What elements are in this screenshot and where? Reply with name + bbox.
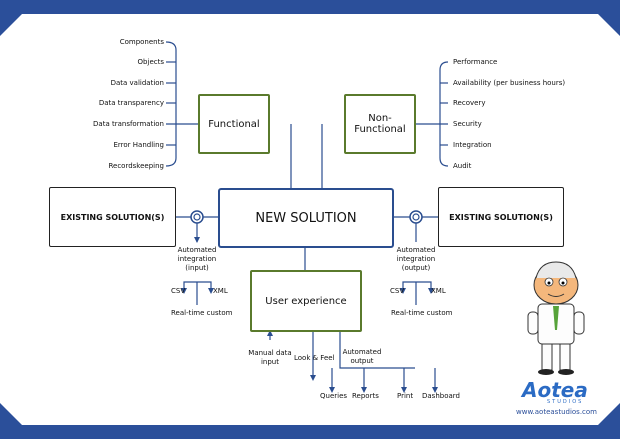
nonfunctional-item-integration: Integration bbox=[453, 141, 492, 149]
brand-logo: Aotea bbox=[522, 378, 588, 402]
automated-output-label: Automated output bbox=[340, 348, 384, 366]
corner-bottom-left bbox=[0, 403, 22, 425]
functional-item-data-transformation: Data transformation bbox=[93, 120, 164, 128]
corner-top-left bbox=[0, 14, 22, 36]
integration-left-xml: XML bbox=[213, 287, 228, 295]
corner-bottom-right bbox=[598, 403, 620, 425]
integration-right-line1: Automated bbox=[396, 246, 436, 254]
functional-item-error-handling: Error Handling bbox=[113, 141, 165, 149]
nonfunctional-box: Non- Functional bbox=[344, 94, 416, 154]
nonfunctional-label-line2: Functional bbox=[354, 124, 406, 135]
manual-data-input-line2: input bbox=[260, 358, 279, 366]
functional-item-data-transparency: Data transparency bbox=[98, 99, 164, 107]
manual-data-input-line1: Manual data bbox=[248, 349, 292, 357]
corner-top-right bbox=[598, 14, 620, 36]
integration-left-csv: CSV bbox=[171, 287, 186, 295]
integration-left-line2: integration bbox=[177, 255, 217, 263]
nonfunctional-item-availability: Availability (per business hours) bbox=[453, 79, 566, 87]
top-frame-band bbox=[0, 0, 620, 14]
integration-left-line3: (input) bbox=[185, 264, 209, 272]
nonfunctional-label-line1: Non- bbox=[368, 113, 392, 124]
output-print: Print bbox=[397, 392, 414, 400]
user-experience-label: User experience bbox=[265, 295, 347, 307]
output-reports: Reports bbox=[352, 392, 379, 400]
output-dashboard: Dashboard bbox=[422, 392, 460, 400]
existing-solution-right-label: EXISTING SOLUTION(S) bbox=[449, 212, 553, 222]
brand-logo-sub: STUDIOS bbox=[547, 399, 584, 405]
integration-right-line3: (output) bbox=[401, 264, 431, 272]
integration-right-label: Automated integration (output) bbox=[393, 246, 439, 273]
nonfunctional-item-audit: Audit bbox=[453, 162, 472, 170]
integration-right-line2: integration bbox=[396, 255, 436, 263]
functional-label: Functional bbox=[208, 118, 260, 130]
output-queries: Queries bbox=[320, 392, 348, 400]
automated-output-line2: output bbox=[350, 357, 374, 365]
automated-output-line1: Automated bbox=[342, 348, 382, 356]
new-solution-label: NEW SOLUTION bbox=[255, 210, 357, 226]
integration-left-realtime: Real-time custom bbox=[171, 309, 233, 317]
nonfunctional-item-performance: Performance bbox=[453, 58, 498, 66]
integration-right-realtime: Real-time custom bbox=[391, 309, 453, 317]
functional-item-data-validation: Data validation bbox=[110, 79, 164, 87]
user-experience-box: User experience bbox=[250, 270, 362, 332]
integration-left-label: Automated integration (input) bbox=[174, 246, 220, 273]
bottom-frame-band bbox=[0, 425, 620, 439]
integration-right-csv: CSV bbox=[390, 287, 405, 295]
look-and-feel-label: Look & Feel bbox=[294, 354, 335, 362]
existing-solution-right-box: EXISTING SOLUTION(S) bbox=[438, 187, 564, 247]
existing-solution-left-label: EXISTING SOLUTION(S) bbox=[60, 212, 165, 222]
manual-data-input-label: Manual data input bbox=[248, 349, 292, 367]
existing-solution-left-box: EXISTING SOLUTION(S) bbox=[49, 187, 176, 247]
socket-icon-left bbox=[190, 210, 204, 224]
brand-url[interactable]: www.aoteastudios.com bbox=[516, 408, 597, 416]
socket-icon-right bbox=[409, 210, 423, 224]
functional-item-objects: Objects bbox=[137, 58, 164, 66]
functional-item-recordskeeping: Recordskeeping bbox=[108, 162, 164, 170]
nonfunctional-item-security: Security bbox=[453, 120, 482, 128]
functional-item-components: Components bbox=[119, 38, 164, 46]
nonfunctional-bracket bbox=[439, 61, 449, 167]
functional-bracket bbox=[165, 41, 177, 167]
new-solution-box: NEW SOLUTION bbox=[218, 188, 394, 248]
integration-right-xml: XML bbox=[431, 287, 446, 295]
nonfunctional-item-recovery: Recovery bbox=[453, 99, 486, 107]
integration-left-line1: Automated bbox=[177, 246, 217, 254]
functional-box: Functional bbox=[198, 94, 270, 154]
mascot-illustration bbox=[527, 261, 585, 375]
